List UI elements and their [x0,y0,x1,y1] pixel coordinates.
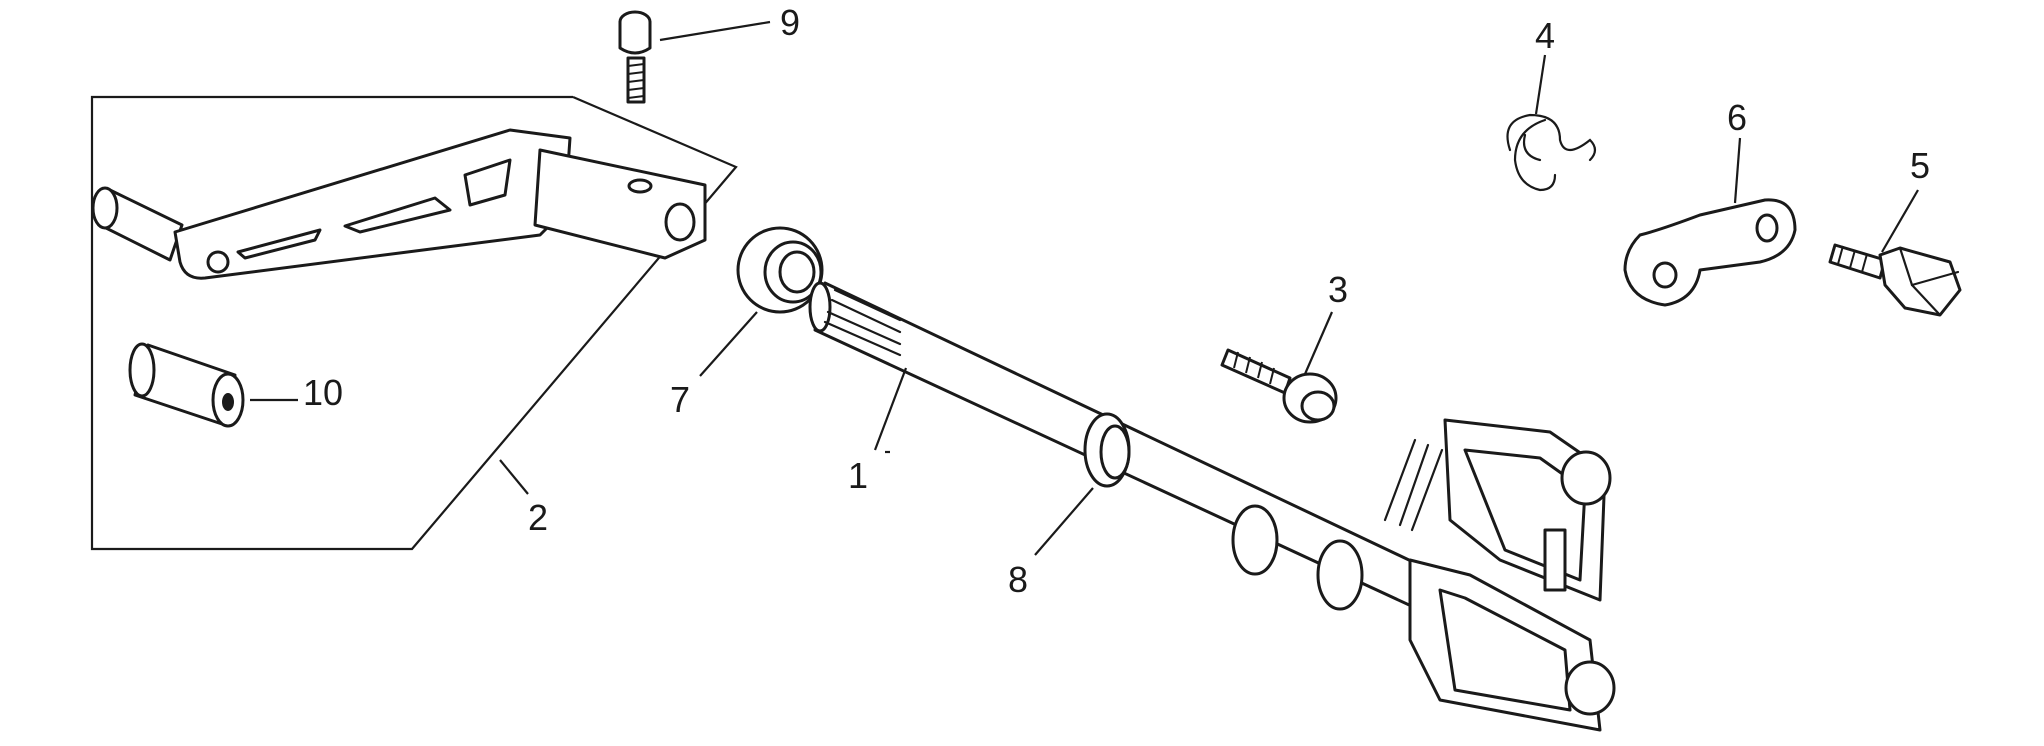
leader-8 [1034,487,1094,556]
callout-2: 2 [528,497,548,538]
callout-1: 1 [848,455,868,496]
selector-assembly [1231,418,1616,732]
callout-4: 4 [1535,15,1555,56]
part-3-screw [1220,348,1338,424]
callout-3: 3 [1328,269,1348,310]
callout-5: 5 [1910,145,1930,186]
kit-frame [90,95,738,551]
callout-6: 6 [1727,97,1747,138]
part-6-plate [1623,198,1797,307]
callout-7: 7 [670,379,690,420]
leader-9 [659,20,771,42]
part-5-bolt [1828,243,1962,317]
leader-4 [1534,54,1547,115]
part-4-spring-clip [1506,113,1597,192]
part-7-oil-seal [736,226,824,314]
leader-3 [1303,311,1334,375]
part-10-bush [128,342,245,428]
part-9-screw [618,10,652,104]
leader-5 [1881,189,1919,253]
callout-9: 9 [780,2,800,43]
part-2-lever [91,128,707,280]
callout-8: 8 [1008,559,1028,600]
part-8-washer [1083,412,1131,488]
leader-6 [1733,137,1742,204]
callout-10: 10 [303,372,343,413]
leader-7 [699,311,758,377]
leader-1b [873,367,908,451]
leader-2 [499,459,529,495]
